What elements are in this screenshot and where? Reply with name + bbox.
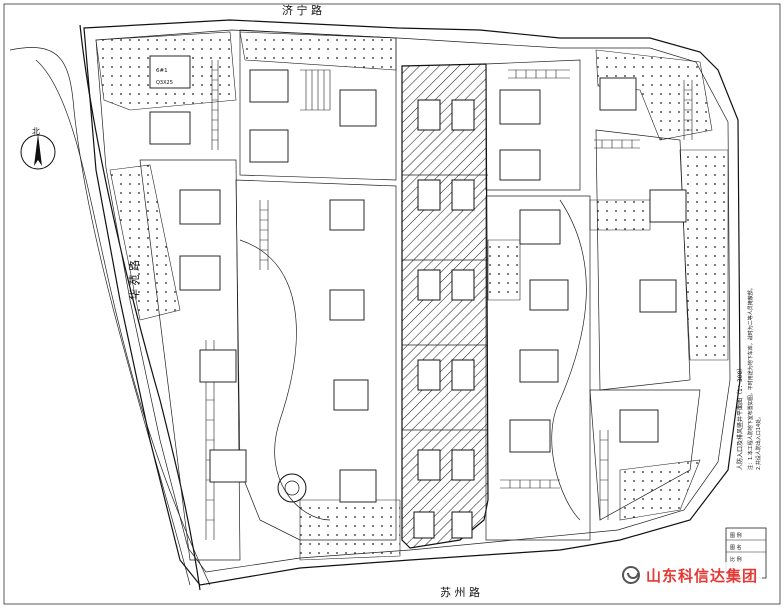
title-block-header: 图 例 bbox=[730, 532, 742, 539]
building-footprints bbox=[149, 55, 687, 503]
drawing-frame bbox=[3, 3, 781, 605]
building-size: Q3X25 bbox=[156, 80, 173, 86]
notes-line-2: 2.共设人防出入口14处。 bbox=[755, 414, 762, 470]
title-block-line-1: 图 名 bbox=[730, 544, 742, 551]
right-notes: 人防入口及排风竖井平面图（1：300） 注：1.本工程人防地下室布置如图，平时用… bbox=[736, 285, 762, 470]
road-label-south: 苏 州 路 bbox=[440, 586, 480, 599]
landscape-areas bbox=[95, 31, 729, 561]
notes-line-1: 注：1.本工程人防地下室布置如图，平时用途为地下车库，战时为二等人员掩蔽部。 bbox=[747, 285, 754, 470]
road-label-north: 济 宁 路 bbox=[282, 3, 322, 17]
site-boundary bbox=[83, 19, 741, 586]
title-block-line-2: 比 例 bbox=[730, 556, 742, 563]
west-road bbox=[9, 24, 211, 591]
central-hatched-zone bbox=[401, 63, 489, 549]
notes-title: 人防入口及排风竖井平面图（1：300） bbox=[736, 365, 744, 470]
north-arrow-label: 北 bbox=[32, 127, 40, 136]
wechat-logo-icon bbox=[621, 566, 640, 584]
plaza-circle bbox=[277, 473, 307, 503]
north-arrow bbox=[20, 134, 56, 170]
building-labels: 6#1 Q3X25 bbox=[156, 68, 173, 86]
building-tag: 6#1 bbox=[156, 68, 168, 74]
watermark-text: 山东科信达集团 bbox=[645, 566, 758, 585]
road-label-west: 华 苑 路 bbox=[127, 260, 141, 300]
watermark: 山东科信达集团 bbox=[617, 562, 762, 588]
